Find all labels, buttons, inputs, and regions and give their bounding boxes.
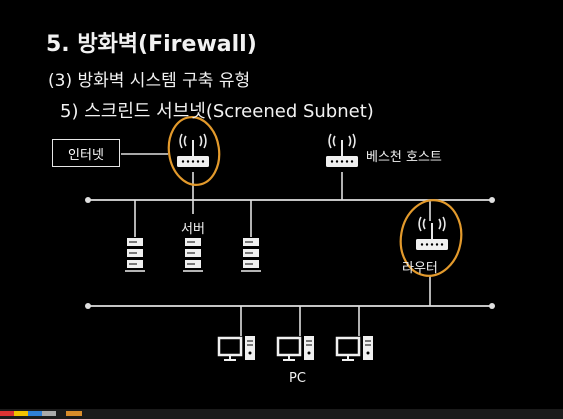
bottom-bar <box>0 409 563 419</box>
highlight-circle-router <box>399 199 463 277</box>
color-strip <box>66 411 82 416</box>
bastion-host-label: 베스천 호스트 <box>366 150 442 165</box>
server-label: 서버 <box>181 222 205 237</box>
pc-label: PC <box>289 371 306 386</box>
server-icon <box>124 237 146 272</box>
section-subtitle: (3) 방화벽 시스템 구축 유형 <box>48 71 251 91</box>
pc-icon <box>335 334 375 362</box>
highlight-circle-router <box>167 116 221 186</box>
server-icon <box>182 237 204 272</box>
router-icon <box>176 133 210 168</box>
router-label: 라우터 <box>402 261 438 276</box>
upper-backbone-end-right <box>489 197 495 203</box>
router-icon <box>325 133 359 168</box>
color-strip <box>14 411 28 416</box>
pc-icon <box>217 334 257 362</box>
color-strip <box>28 411 42 416</box>
color-strip <box>0 411 14 416</box>
router-icon <box>415 216 449 251</box>
lower-backbone-end-right <box>489 303 495 309</box>
topic-subtitle: 5) 스크린드 서브넷(Screened Subnet) <box>60 101 374 122</box>
upper-backbone-end-left <box>85 197 91 203</box>
color-strip <box>42 411 56 416</box>
pc-icon <box>276 334 316 362</box>
lower-backbone-end-left <box>85 303 91 309</box>
server-icon <box>240 237 262 272</box>
page-title: 5. 방화벽(Firewall) <box>46 32 257 57</box>
internet-box: 인터넷 <box>52 139 120 167</box>
